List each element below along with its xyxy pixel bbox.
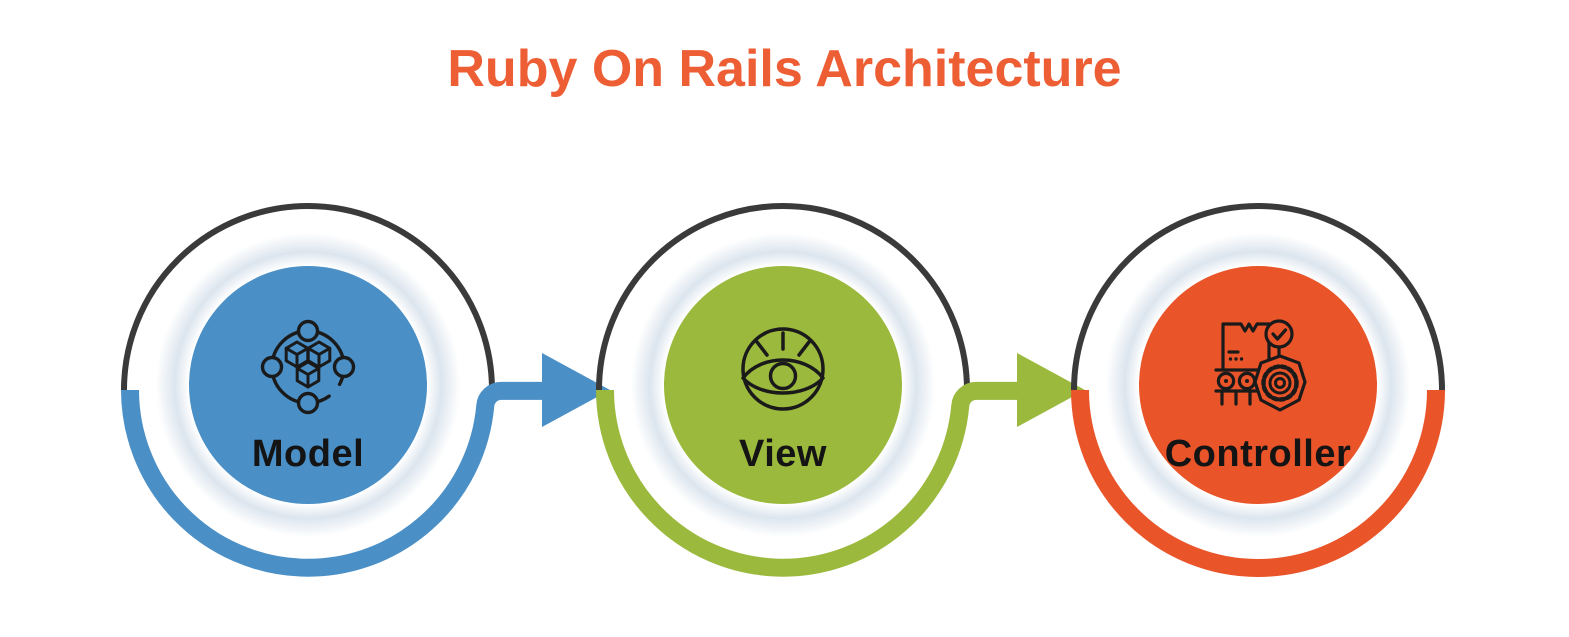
step-label: Model <box>252 433 364 475</box>
connector-arrow-head <box>542 353 610 427</box>
ring-top-arc <box>596 203 970 391</box>
step-controller: Controller <box>1071 203 1445 577</box>
ring-top-arc <box>121 203 495 391</box>
ring-top-arc <box>1071 203 1445 391</box>
step-label: View <box>739 433 827 475</box>
step-view: View <box>596 203 1085 577</box>
ring-bottom-arc <box>596 381 1023 577</box>
connector-arrow-head <box>1017 353 1085 427</box>
ring-bottom-arc <box>1071 389 1445 577</box>
diagram-title: Ruby On Rails Architecture <box>447 40 1122 98</box>
ring-bottom-arc <box>121 381 548 577</box>
step-disc <box>664 266 902 504</box>
step-label: Controller <box>1165 433 1352 475</box>
step-model: Model <box>121 203 610 577</box>
